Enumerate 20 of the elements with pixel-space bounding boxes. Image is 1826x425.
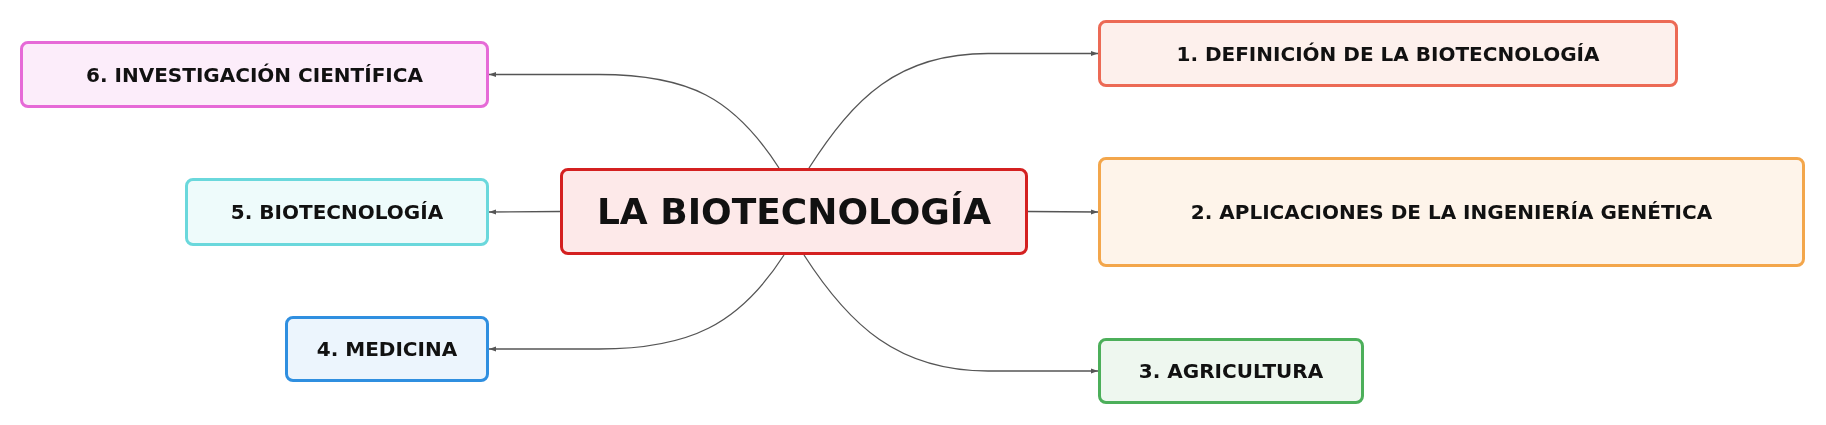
topic-text: 3. AGRICULTURA (1137, 359, 1325, 383)
topic-box (285, 316, 489, 382)
central-topic-box (560, 168, 1028, 255)
topic-box (1098, 157, 1805, 267)
topic-box (1098, 20, 1678, 87)
connector-arrow (1027, 209, 1099, 215)
topic-box (1098, 338, 1364, 404)
connector-arrow (808, 51, 1099, 169)
topic-text: 5. BIOTECNOLOGÍA (229, 200, 445, 224)
topic-text: 4. MEDICINA (315, 337, 459, 361)
central-topic-text: LA BIOTECNOLOGÍA (595, 191, 993, 232)
topic-box (185, 178, 489, 246)
topic-text: 2. APLICACIONES DE LA INGENIERÍA GENÉTICA (1189, 200, 1714, 224)
connector-arrow (488, 209, 561, 215)
connector-arrow (488, 254, 785, 352)
connector-arrow (803, 254, 1099, 374)
topic-text: 1. DEFINICIÓN DE LA BIOTECNOLOGÍA (1175, 41, 1601, 66)
topic-text: 6. INVESTIGACIÓN CIENTÍFICA (85, 62, 424, 87)
topic-box (20, 41, 489, 108)
connector-arrow (488, 72, 780, 169)
